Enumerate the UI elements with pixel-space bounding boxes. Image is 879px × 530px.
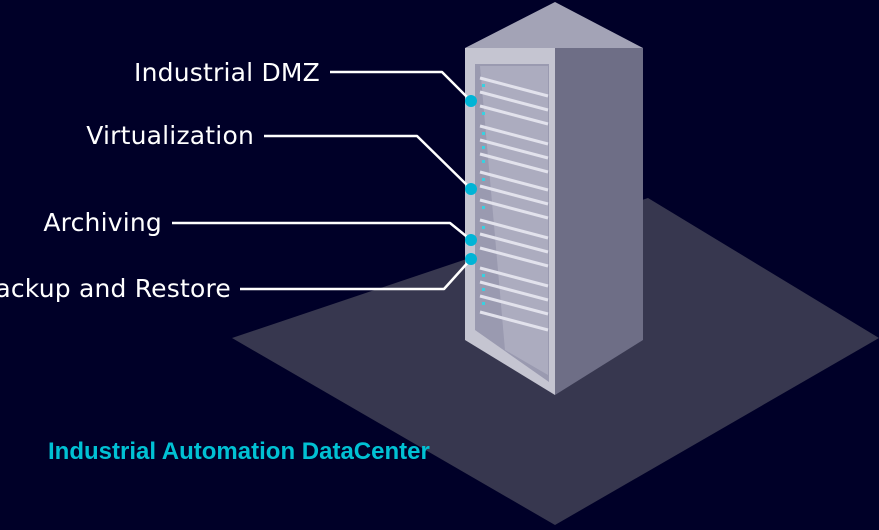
unit-indicator-leds <box>482 84 485 305</box>
callout-dot-virtualization <box>465 183 477 195</box>
label-archiving: Archiving <box>43 208 162 237</box>
callout-lines <box>172 70 472 291</box>
callout-line-virtualization <box>264 134 472 190</box>
callout-line-backup <box>240 258 472 291</box>
callout-dot-backup <box>465 253 477 265</box>
label-virtualization: Virtualization <box>86 121 254 150</box>
rack-side-panel <box>555 48 643 395</box>
label-industrial-dmz: Industrial DMZ <box>134 58 320 87</box>
server-units <box>479 76 549 332</box>
callout-line-archiving <box>172 221 472 241</box>
callout-dot-archiving <box>465 234 477 246</box>
callout-line-dmz <box>330 70 472 102</box>
rack-top-panel <box>465 2 643 48</box>
callout-dots <box>465 95 477 265</box>
label-backup-and-restore: Backup and Restore <box>0 274 231 303</box>
callout-dot-dmz <box>465 95 477 107</box>
diagram-caption: Industrial Automation DataCenter <box>48 438 430 465</box>
